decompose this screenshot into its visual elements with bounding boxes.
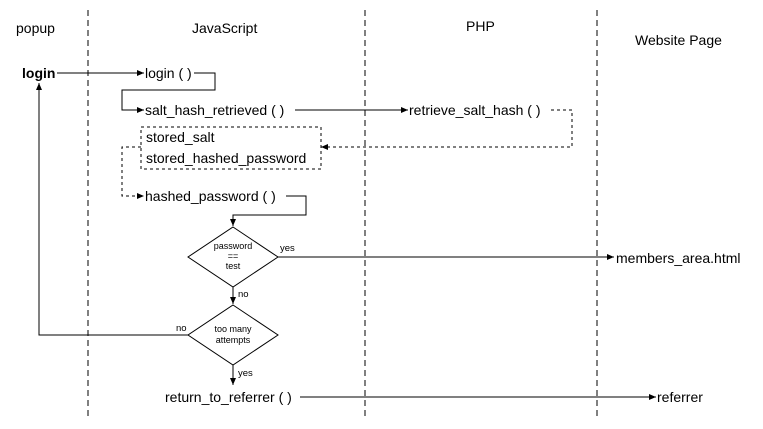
node-retrieve-salt-hash: retrieve_salt_hash ( ) xyxy=(409,102,541,118)
node-salt-hash-retrieved: salt_hash_retrieved ( ) xyxy=(145,102,284,118)
arrow-login-to-salt-hash xyxy=(121,72,216,113)
lane-header-website: Website Page xyxy=(635,32,722,48)
arrow-hashed-to-decision xyxy=(230,195,307,226)
node-login-function: login ( ) xyxy=(145,65,192,81)
node-referrer: referrer xyxy=(657,389,703,405)
edge-label-no-2: no xyxy=(176,323,187,334)
decision-password-text-3: test xyxy=(226,261,241,271)
lane-header-php: PHP xyxy=(466,18,495,34)
node-stored-hashed-password: stored_hashed_password xyxy=(146,150,306,166)
arrow-attempts-no-login xyxy=(36,83,188,336)
decision-password-text-2: == xyxy=(228,251,239,261)
decision-password-text-1: password xyxy=(214,241,253,251)
node-login-start: login xyxy=(22,65,55,81)
node-hashed-password: hashed_password ( ) xyxy=(145,188,276,204)
edge-label-yes-1: yes xyxy=(280,243,295,254)
node-members-area: members_area.html xyxy=(616,250,741,266)
node-return-to-referrer: return_to_referrer ( ) xyxy=(165,389,292,405)
decision-attempts-text-2: attempts xyxy=(216,335,251,345)
arrow-stored-to-hashed xyxy=(121,146,144,199)
lane-header-popup: popup xyxy=(16,20,55,36)
edge-label-no-1: no xyxy=(238,289,249,300)
lane-header-javascript: JavaScript xyxy=(192,20,257,36)
node-stored-salt: stored_salt xyxy=(146,129,215,145)
edge-label-yes-2: yes xyxy=(238,368,253,379)
decision-attempts-text-1: too many xyxy=(214,324,252,334)
